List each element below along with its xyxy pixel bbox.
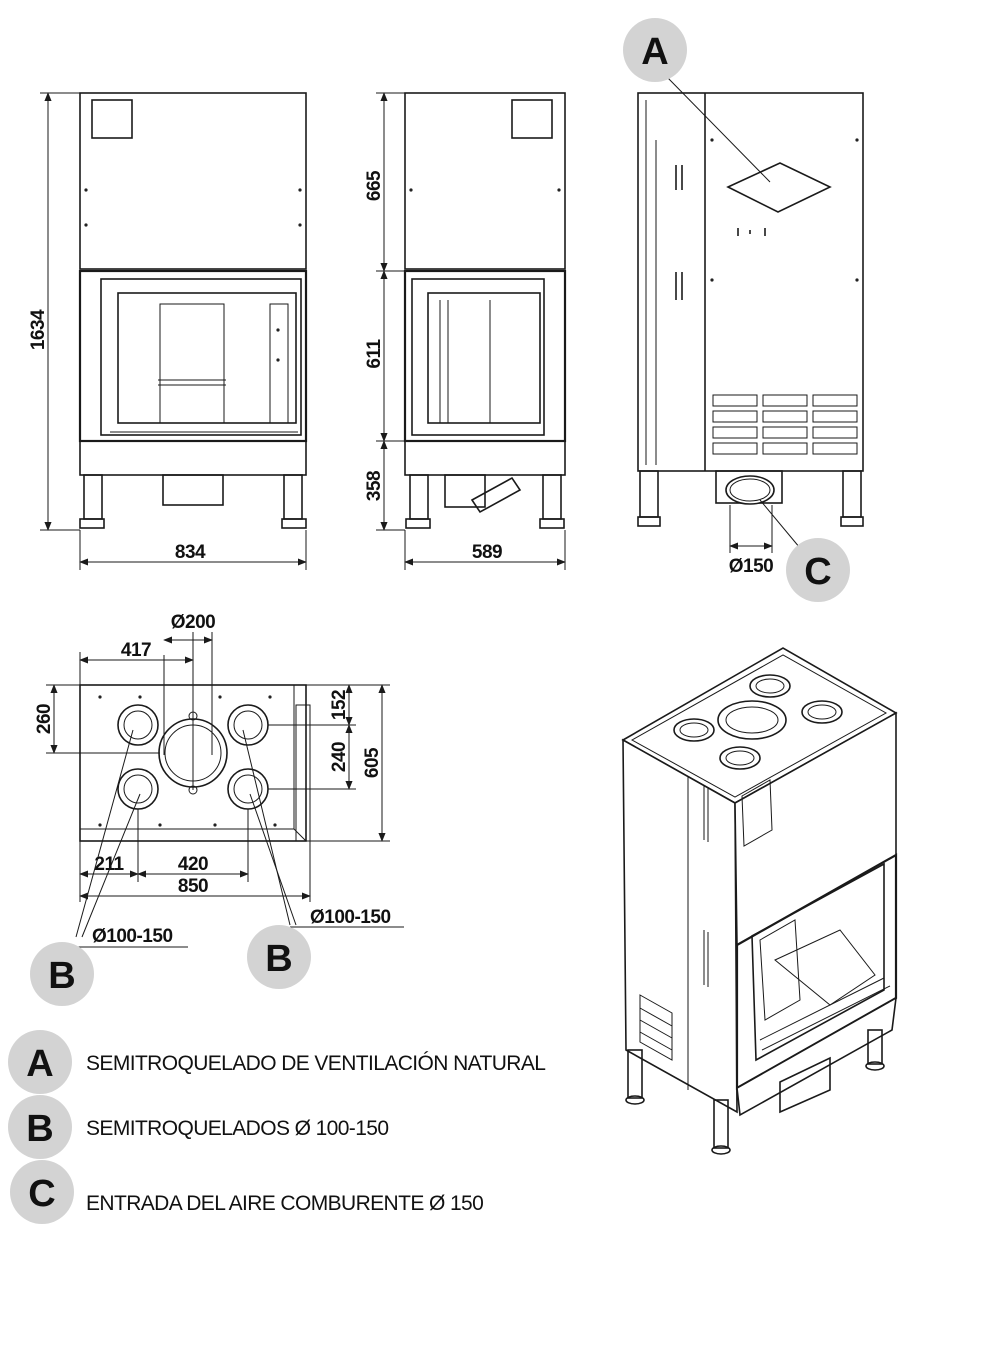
rear-vents	[712, 394, 858, 455]
top-horizontal-spacing-label: 420	[178, 854, 208, 875]
front-view: 1634 834	[28, 92, 308, 570]
marker-b-right-badge	[247, 925, 311, 989]
top-half-width-label: 417	[121, 640, 151, 661]
front-height-label: 1634	[28, 309, 49, 350]
side-view: 665 611 358 589	[364, 92, 567, 570]
legend-c-letter: C	[28, 1173, 55, 1215]
top-view: Ø200 417 260 152 240 605 211 420 850	[30, 612, 404, 1006]
rear-inlet-diameter-label: Ø150	[729, 556, 773, 577]
legend-b-badge	[8, 1095, 72, 1159]
top-front-depth-label: 260	[34, 704, 55, 734]
marker-a-badge	[623, 18, 687, 82]
top-left-offset-label: 211	[94, 854, 124, 875]
top-knockout-left-label: Ø100-150	[92, 926, 173, 947]
top-vertical-spacing-label: 240	[329, 742, 350, 772]
legend-item-b: B SEMITROQUELADOS Ø 100-150	[8, 1095, 389, 1159]
top-total-depth-label: 605	[362, 747, 383, 778]
marker-b-right-letter: B	[265, 938, 292, 980]
side-mid-height-label: 611	[364, 338, 385, 368]
marker-c-letter: C	[804, 551, 831, 593]
legend-a-text: SEMITROQUELADO DE VENTILACIÓN NATURAL	[86, 1052, 545, 1075]
isometric-view	[621, 647, 898, 1155]
top-offset-label: 152	[329, 690, 350, 720]
legend-item-a: A SEMITROQUELADO DE VENTILACIÓN NATURAL	[8, 1030, 546, 1094]
top-knockout-right-label: Ø100-150	[310, 907, 391, 928]
marker-a-letter: A	[641, 31, 668, 73]
front-width-label: 834	[175, 542, 206, 563]
legend-b-letter: B	[26, 1108, 53, 1150]
top-total-width-label: 850	[178, 876, 208, 897]
side-top-height-label: 665	[364, 170, 385, 201]
marker-b-left-letter: B	[48, 955, 75, 997]
legend-a-letter: A	[26, 1043, 53, 1085]
legend-c-text: ENTRADA DEL AIRE COMBURENTE Ø 150	[86, 1192, 483, 1215]
side-bottom-height-label: 358	[364, 471, 385, 501]
side-width-label: 589	[472, 542, 502, 563]
legend-c-badge	[10, 1160, 74, 1224]
rear-view: Ø150 A C	[623, 18, 864, 602]
legend: A SEMITROQUELADO DE VENTILACIÓN NATURAL …	[8, 1030, 546, 1224]
legend-item-c: C ENTRADA DEL AIRE COMBURENTE Ø 150	[10, 1160, 484, 1224]
top-center-flue-label: Ø200	[171, 612, 215, 633]
legend-a-badge	[8, 1030, 72, 1094]
legend-b-text: SEMITROQUELADOS Ø 100-150	[86, 1117, 388, 1140]
marker-b-left-badge	[30, 942, 94, 1006]
marker-c-badge	[786, 538, 850, 602]
